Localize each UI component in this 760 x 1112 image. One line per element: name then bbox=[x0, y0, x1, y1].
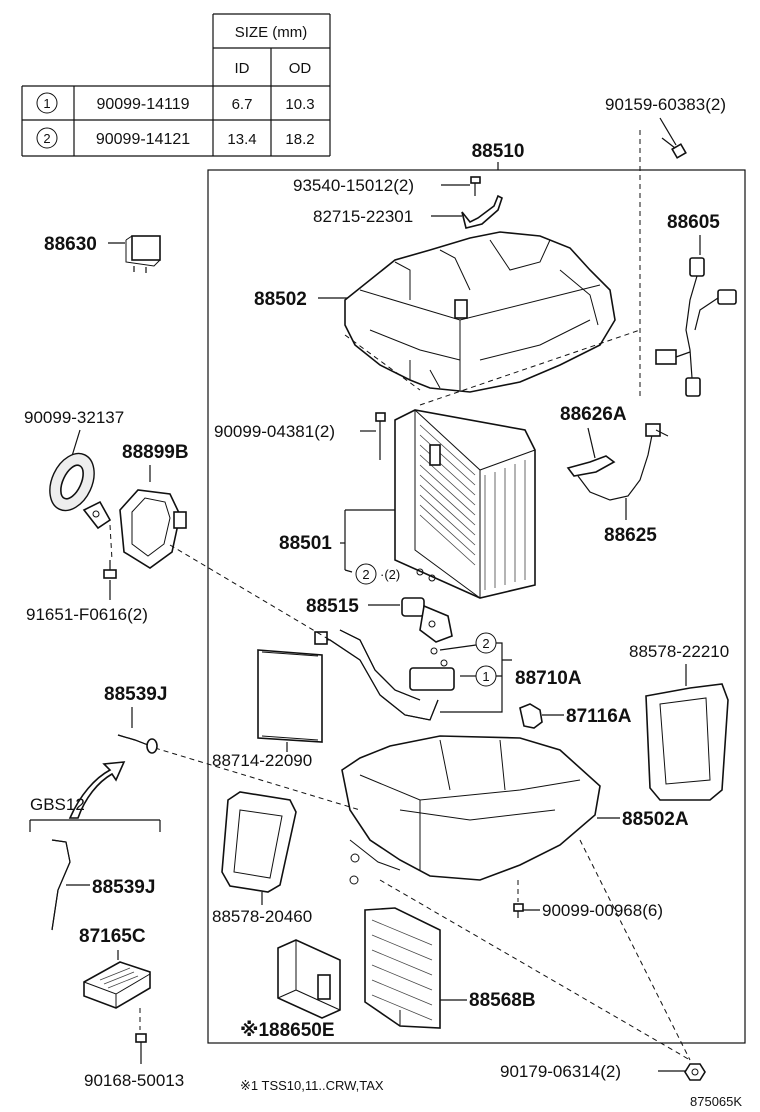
label-88630: 88630 bbox=[44, 234, 97, 255]
label-88539J-bottom: 88539J bbox=[92, 877, 155, 898]
size-table-row2-part: 90099-14121 bbox=[96, 131, 190, 148]
upper-case-88502 bbox=[344, 231, 616, 393]
label-88710A: 88710A bbox=[515, 668, 582, 689]
screw-91651 bbox=[103, 560, 117, 579]
tube-88710A bbox=[314, 629, 455, 721]
label-90099-00968: 90099-00968(6) bbox=[542, 901, 663, 920]
label-87165C: 87165C bbox=[79, 926, 146, 947]
hose-88539J-bottom bbox=[51, 839, 71, 931]
pipe-oring-1-mark: 1 bbox=[482, 669, 489, 684]
label-90099-32137: 90099-32137 bbox=[24, 408, 124, 427]
motor-88899B bbox=[82, 489, 187, 569]
screw-93540 bbox=[470, 176, 481, 196]
thermistor-88625 bbox=[566, 423, 669, 501]
arrow-icon bbox=[68, 761, 126, 819]
size-table-row2-od: 18.2 bbox=[285, 131, 314, 148]
bolt-90099-04381 bbox=[375, 412, 386, 460]
gasket-90099-32137 bbox=[49, 452, 95, 512]
size-table: SIZE (mm) ID OD 1 90099-14119 6.7 10.3 2… bbox=[21, 13, 331, 157]
label-gbs12: GBS12 bbox=[30, 795, 85, 814]
label-90159-60383: 90159-60383(2) bbox=[605, 95, 726, 114]
seal-88578-20460 bbox=[221, 791, 297, 893]
label-90099-04381: 90099-04381(2) bbox=[214, 422, 335, 441]
screw-90099-00968 bbox=[513, 903, 524, 918]
size-table-row1-part: 90099-14119 bbox=[96, 96, 189, 113]
footnote: ※1 TSS10,11..CRW,TAX bbox=[240, 1078, 384, 1093]
lower-case-88502A bbox=[341, 735, 601, 885]
pipe-oring-2-mark: 2 bbox=[482, 636, 489, 651]
label-88899B: 88899B bbox=[122, 442, 189, 463]
label-88568B: 88568B bbox=[469, 990, 536, 1011]
bracket-82715 bbox=[461, 194, 503, 229]
filter-88568B bbox=[364, 907, 441, 1029]
expansion-valve-88515 bbox=[401, 597, 453, 643]
evaporator-88501 bbox=[394, 409, 536, 599]
label-93540-15012: 93540-15012(2) bbox=[293, 176, 414, 195]
label-88625: 88625 bbox=[604, 525, 657, 546]
nut-90179 bbox=[684, 1063, 706, 1081]
label-88578-22210: 88578-22210 bbox=[629, 642, 729, 661]
reference-code: 875065K bbox=[690, 1094, 742, 1109]
ecu-88650E bbox=[277, 939, 341, 1019]
label-88605: 88605 bbox=[667, 212, 720, 233]
size-table-row2-mark: 2 bbox=[43, 131, 50, 146]
seal-88578-22210 bbox=[645, 683, 729, 801]
label-90168-50013: 90168-50013 bbox=[84, 1071, 184, 1090]
label-88578-20460: 88578-20460 bbox=[212, 907, 312, 926]
label-88539J-top: 88539J bbox=[104, 684, 167, 705]
evaporator-oring-qty: ·(2) bbox=[380, 567, 400, 582]
resistor-87165C bbox=[83, 961, 151, 1009]
label-91651-F0616: 91651-F0616(2) bbox=[26, 605, 148, 624]
evaporator-oring-mark: 2 bbox=[362, 567, 369, 582]
size-table-header: SIZE (mm) bbox=[235, 24, 308, 41]
wire-harness-88605 bbox=[655, 257, 737, 397]
clip-87116A bbox=[519, 703, 543, 729]
size-table-row1-id: 6.7 bbox=[232, 96, 253, 113]
size-table-col-od: OD bbox=[289, 60, 312, 77]
size-table-row1-od: 10.3 bbox=[285, 96, 314, 113]
label-88626A: 88626A bbox=[560, 404, 627, 425]
relay-88630 bbox=[125, 235, 161, 273]
size-table-row1-mark: 1 bbox=[43, 96, 50, 111]
label-87116A: 87116A bbox=[566, 706, 632, 727]
label-88501: 88501 bbox=[279, 533, 332, 554]
label-88515: 88515 bbox=[306, 596, 359, 617]
label-88502: 88502 bbox=[254, 289, 307, 310]
hose-88539J-top bbox=[117, 734, 158, 754]
screw-90168 bbox=[135, 1033, 147, 1056]
assembly-frame bbox=[207, 169, 746, 1044]
label-82715-22301: 82715-22301 bbox=[313, 207, 413, 226]
size-table-row2-id: 13.4 bbox=[227, 131, 256, 148]
filter-88714 bbox=[257, 649, 323, 743]
size-table-col-id: ID bbox=[235, 60, 250, 77]
bolt-90159 bbox=[661, 137, 687, 159]
label-88502A: 88502A bbox=[622, 809, 689, 830]
label-88650E: ※188650E bbox=[240, 1020, 335, 1041]
label-88510: 88510 bbox=[472, 141, 525, 162]
label-88714-22090: 88714-22090 bbox=[212, 751, 312, 770]
label-90179-06314: 90179-06314(2) bbox=[500, 1062, 621, 1081]
